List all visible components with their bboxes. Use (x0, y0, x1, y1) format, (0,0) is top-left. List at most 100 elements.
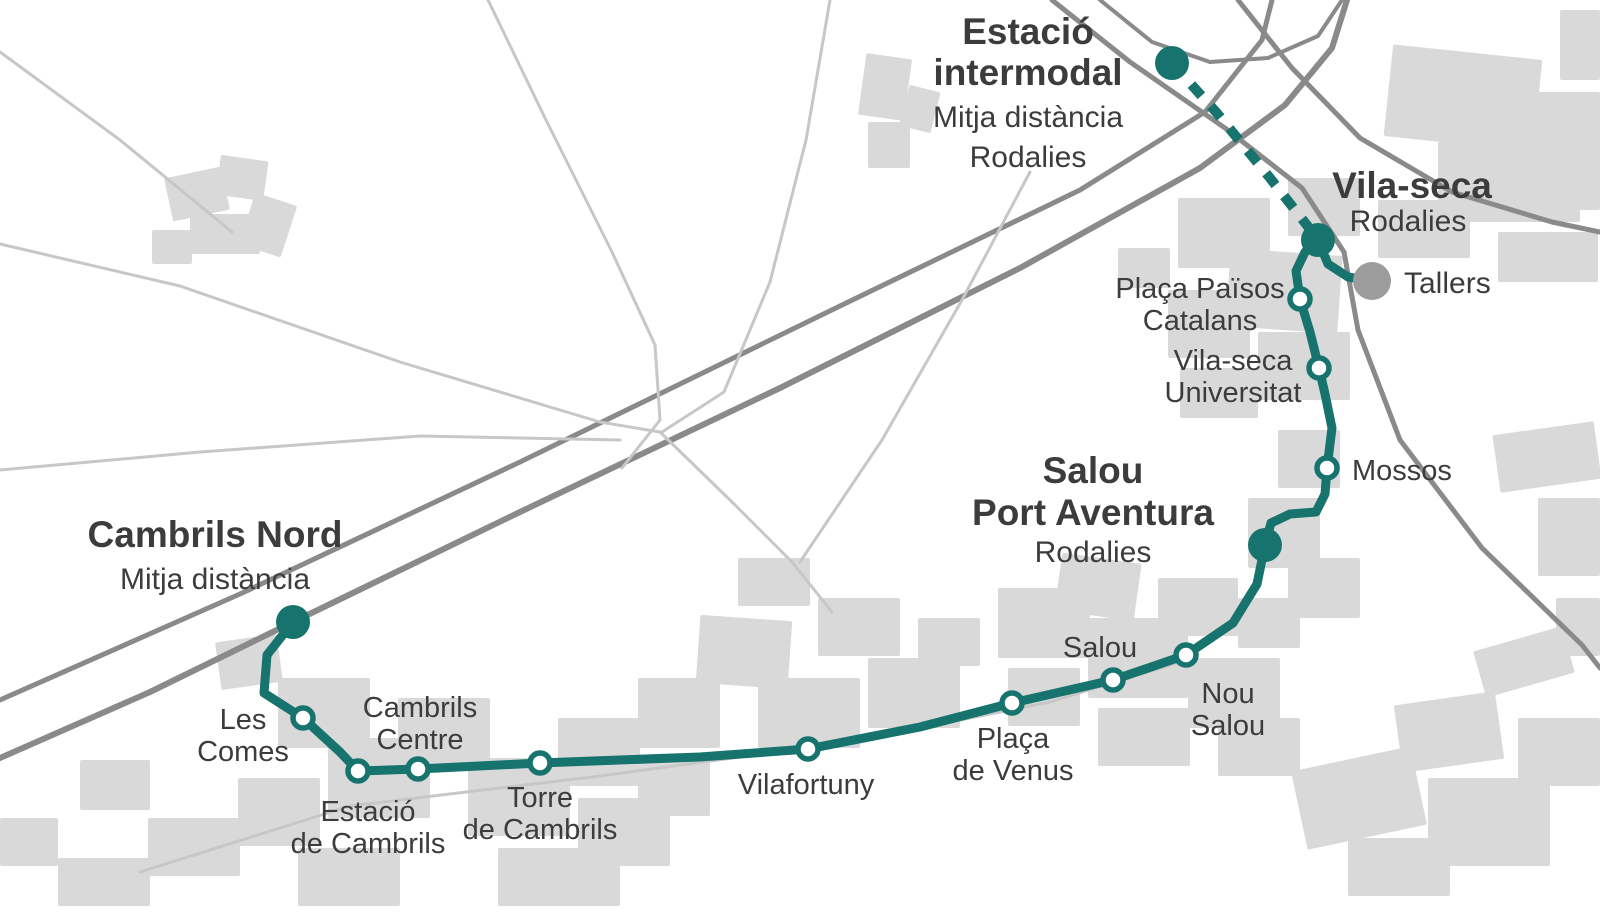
urban-area (80, 760, 150, 810)
station-sub-estacio-intermodal: Mitja distància (933, 101, 1123, 134)
station-label-tallers: Tallers (1404, 267, 1491, 300)
station-marker-tallers (1353, 262, 1391, 300)
station-marker-salou (1100, 667, 1126, 693)
urban-area (558, 718, 640, 786)
station-label-estacio-de-cambrils: de Cambrils (291, 828, 446, 860)
urban-area (738, 558, 810, 606)
urban-area (1188, 658, 1280, 728)
urban-area (918, 618, 980, 666)
urban-area (468, 758, 570, 836)
minor-road (0, 434, 622, 472)
urban-area (758, 678, 860, 748)
station-label-estacio-intermodal: intermodal (933, 52, 1122, 93)
station-label-les-comes: Les (220, 704, 267, 736)
station-label-torre-de-cambrils: de Cambrils (463, 814, 618, 846)
station-sub-cambrils-nord: Mitja distància (120, 563, 310, 596)
urban-area (164, 166, 230, 222)
station-marker-estacio-intermodal (1155, 46, 1189, 80)
urban-area (858, 53, 912, 121)
urban-area (1291, 746, 1427, 850)
minor-road (486, 0, 662, 470)
station-sub-estacio-intermodal: Rodalies (970, 141, 1087, 174)
station-label-vila-seca: Vila-seca (1332, 165, 1492, 206)
urban-area (152, 230, 192, 264)
station-marker-mossos (1314, 455, 1340, 481)
urban-area (298, 848, 400, 906)
urban-area (1556, 598, 1600, 656)
minor-road (0, 50, 234, 234)
urban-area (1348, 838, 1450, 896)
urban-area (1378, 200, 1470, 258)
urban-area (1158, 578, 1238, 636)
minor-road (798, 170, 1032, 564)
major-road (1235, 0, 1600, 235)
urban-area (695, 615, 793, 689)
urban-area (1288, 558, 1360, 618)
urban-area (1498, 232, 1598, 282)
major-road (1049, 0, 1600, 671)
urban-area (818, 598, 900, 656)
station-label-cambrils-centre: Centre (376, 724, 463, 756)
major-road (1098, 0, 1344, 64)
station-marker-placa-paisos-catalans (1287, 286, 1313, 312)
station-marker-les-comes (290, 705, 316, 731)
station-sub-salou-port-aventura: Rodalies (1035, 536, 1152, 569)
urban-area (398, 698, 490, 766)
urban-area (1180, 368, 1258, 418)
major-road (0, 0, 1275, 703)
urban-area (58, 858, 150, 906)
minor-road (658, 430, 834, 614)
station-label-nou-salou: Nou (1201, 678, 1254, 710)
urban-area (638, 678, 720, 748)
station-marker-cambrils-nord (276, 605, 310, 639)
urban-area (638, 758, 710, 816)
station-label-salou-port-aventura: Port Aventura (972, 492, 1214, 533)
urban-area (238, 778, 320, 846)
station-label-placa-de-venus: Plaça (977, 723, 1050, 755)
urban-area (1118, 248, 1170, 288)
urban-area (148, 818, 240, 876)
station-marker-vila-seca-universitat (1306, 355, 1332, 381)
station-label-nou-salou: Salou (1191, 710, 1265, 742)
station-marker-vilafortuny (795, 736, 821, 762)
station-marker-torre-de-cambrils (527, 750, 553, 776)
minor-road (0, 242, 662, 434)
urban-area (215, 155, 269, 201)
station-marker-estacio-de-cambrils (345, 758, 371, 784)
station-sub-vila-seca: Rodalies (1350, 205, 1467, 238)
urban-area (1054, 552, 1142, 622)
urban-area (868, 658, 960, 728)
station-marker-vila-seca (1301, 223, 1335, 257)
station-marker-salou-port-aventura (1248, 528, 1282, 562)
station-label-cambrils-nord: Cambrils Nord (88, 514, 343, 555)
station-label-salou-port-aventura: Salou (1043, 450, 1144, 491)
station-label-vila-seca-universitat: Universitat (1165, 377, 1302, 409)
urban-area (1560, 10, 1600, 80)
station-label-salou: Salou (1063, 632, 1137, 664)
station-label-placa-paisos-catalans: Catalans (1143, 305, 1257, 337)
station-label-placa-de-venus: de Venus (953, 755, 1074, 787)
station-marker-nou-salou (1173, 642, 1199, 668)
urban-area (1528, 92, 1600, 210)
station-label-estacio-de-cambrils: Estació (320, 796, 415, 828)
urban-area (868, 122, 910, 168)
urban-area (1098, 708, 1190, 766)
urban-area (0, 818, 58, 866)
urban-area (498, 848, 620, 906)
minor-road (660, 0, 832, 434)
urban-area (1383, 44, 1543, 152)
urban-area (1538, 498, 1600, 576)
station-label-estacio-intermodal: Estació (962, 11, 1094, 52)
station-marker-cambrils-centre (405, 756, 431, 782)
station-label-placa-paisos-catalans: Plaça Països (1115, 273, 1284, 305)
station-label-cambrils-centre: Cambrils (363, 692, 477, 724)
station-label-torre-de-cambrils: Torre (507, 782, 573, 814)
urban-area (1473, 626, 1575, 698)
urban-area (1492, 421, 1600, 493)
urban-area (1218, 718, 1300, 776)
urban-area (1428, 778, 1550, 866)
station-label-vila-seca-universitat: Vila-seca (1174, 345, 1294, 377)
station-marker-placa-de-venus (999, 690, 1025, 716)
